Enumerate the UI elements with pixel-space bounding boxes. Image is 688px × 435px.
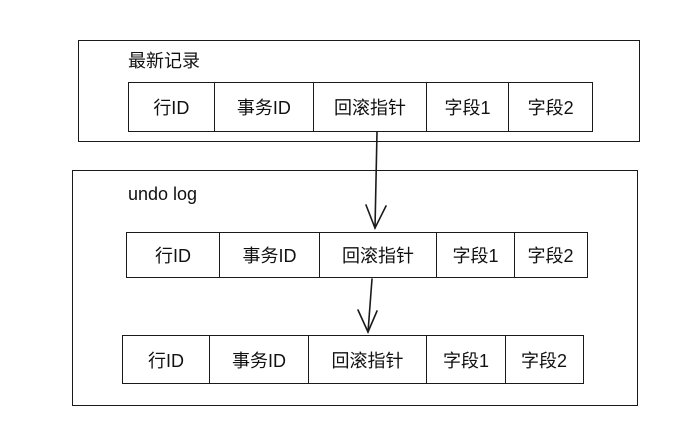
field-column-1: 字段1 (425, 83, 509, 131)
latest-record-row: 行ID 事务ID 回滚指针 字段1 字段2 (128, 82, 593, 132)
latest-record-box (78, 40, 640, 142)
undo-record-row: 行ID 事务ID 回滚指针 字段1 字段2 (122, 335, 584, 384)
roll-pointer-arrow (365, 131, 387, 230)
field-trx-id: 事务ID (209, 336, 308, 383)
field-column-1: 字段1 (436, 233, 514, 277)
field-trx-id: 事务ID (219, 233, 319, 277)
latest-record-title: 最新记录 (128, 51, 200, 71)
field-row-id: 行ID (148, 350, 184, 371)
field-row-id: 行ID (153, 98, 190, 118)
undo-log-title: undo log (128, 184, 198, 204)
field-trx-id: 事务ID (213, 83, 314, 131)
field-roll-pointer: 回滚指针 (313, 83, 426, 131)
field-column-2: 字段2 (505, 336, 582, 383)
undo-record-row: 行ID 事务ID 回滚指针 字段1 字段2 (126, 232, 588, 278)
field-roll-pointer: 回滚指针 (319, 233, 436, 277)
field-column-2: 字段2 (514, 233, 586, 277)
roll-pointer-arrow (357, 278, 378, 334)
field-column-1: 字段1 (426, 336, 505, 383)
field-column-2: 字段2 (508, 83, 592, 131)
field-roll-pointer: 回滚指针 (308, 336, 426, 383)
field-row-id: 行ID (155, 246, 191, 266)
undo-log-box (72, 170, 638, 406)
